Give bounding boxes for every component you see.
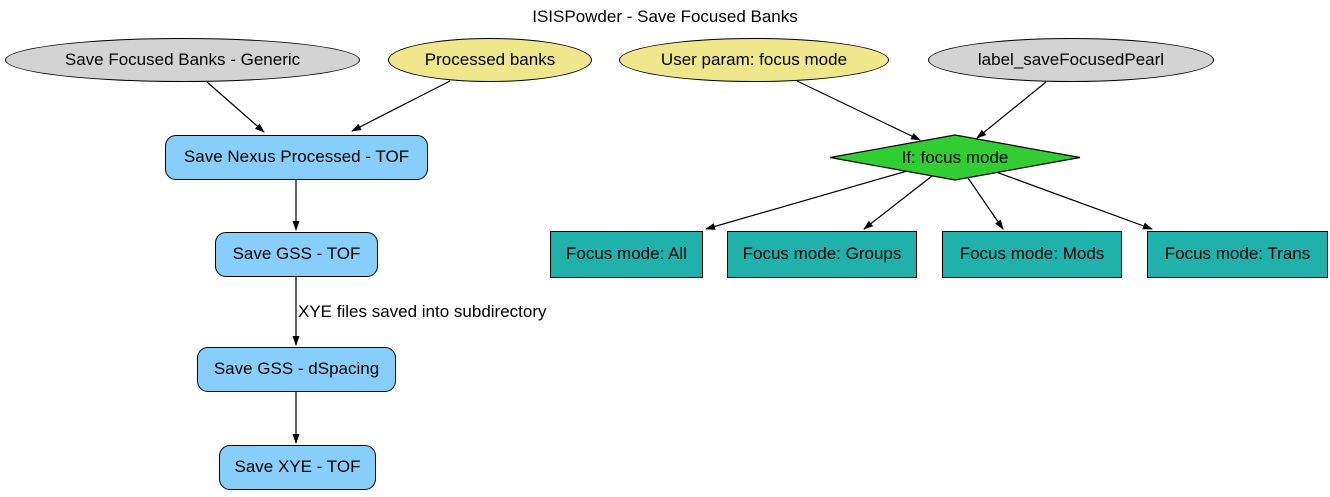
node-save-xye-tof: Save XYE - TOF bbox=[219, 445, 376, 490]
node-save-nexus-processed-tof: Save Nexus Processed - TOF bbox=[165, 135, 428, 180]
node-save-focused-banks-generic: Save Focused Banks - Generic bbox=[5, 38, 360, 82]
node-processed-banks: Processed banks bbox=[388, 38, 592, 82]
edge-userparam-to-decision bbox=[796, 80, 921, 141]
edge-processed-to-nexus bbox=[351, 80, 451, 132]
node-if-focus-mode: If: focus mode bbox=[901, 147, 1009, 167]
edge-decision-to-groups bbox=[863, 175, 933, 230]
node-save-gss-dspacing: Save GSS - dSpacing bbox=[197, 347, 396, 392]
diagram-title: ISISPowder - Save Focused Banks bbox=[532, 7, 798, 26]
edge-generic-to-nexus bbox=[206, 81, 265, 133]
node-focus-mode-trans: Focus mode: Trans bbox=[1147, 231, 1328, 278]
node-user-param-focus-mode: User param: focus mode bbox=[619, 38, 889, 82]
edge-labelpearl-to-decision bbox=[976, 81, 1047, 139]
edge-decision-to-all bbox=[705, 170, 908, 230]
edge-decision-to-trans bbox=[995, 171, 1153, 230]
edge-decision-to-mods bbox=[967, 177, 1004, 230]
decision-diamond-shape bbox=[829, 134, 1081, 181]
node-focus-mode-all: Focus mode: All bbox=[550, 231, 703, 278]
node-save-gss-tof: Save GSS - TOF bbox=[215, 232, 378, 277]
edge-label-xye-subdirectory: XYE files saved into subdirectory bbox=[298, 302, 547, 321]
node-focus-mode-mods: Focus mode: Mods bbox=[942, 231, 1122, 278]
node-label-savefocusedpearl: label_saveFocusedPearl bbox=[928, 38, 1214, 82]
node-focus-mode-groups: Focus mode: Groups bbox=[727, 231, 917, 278]
